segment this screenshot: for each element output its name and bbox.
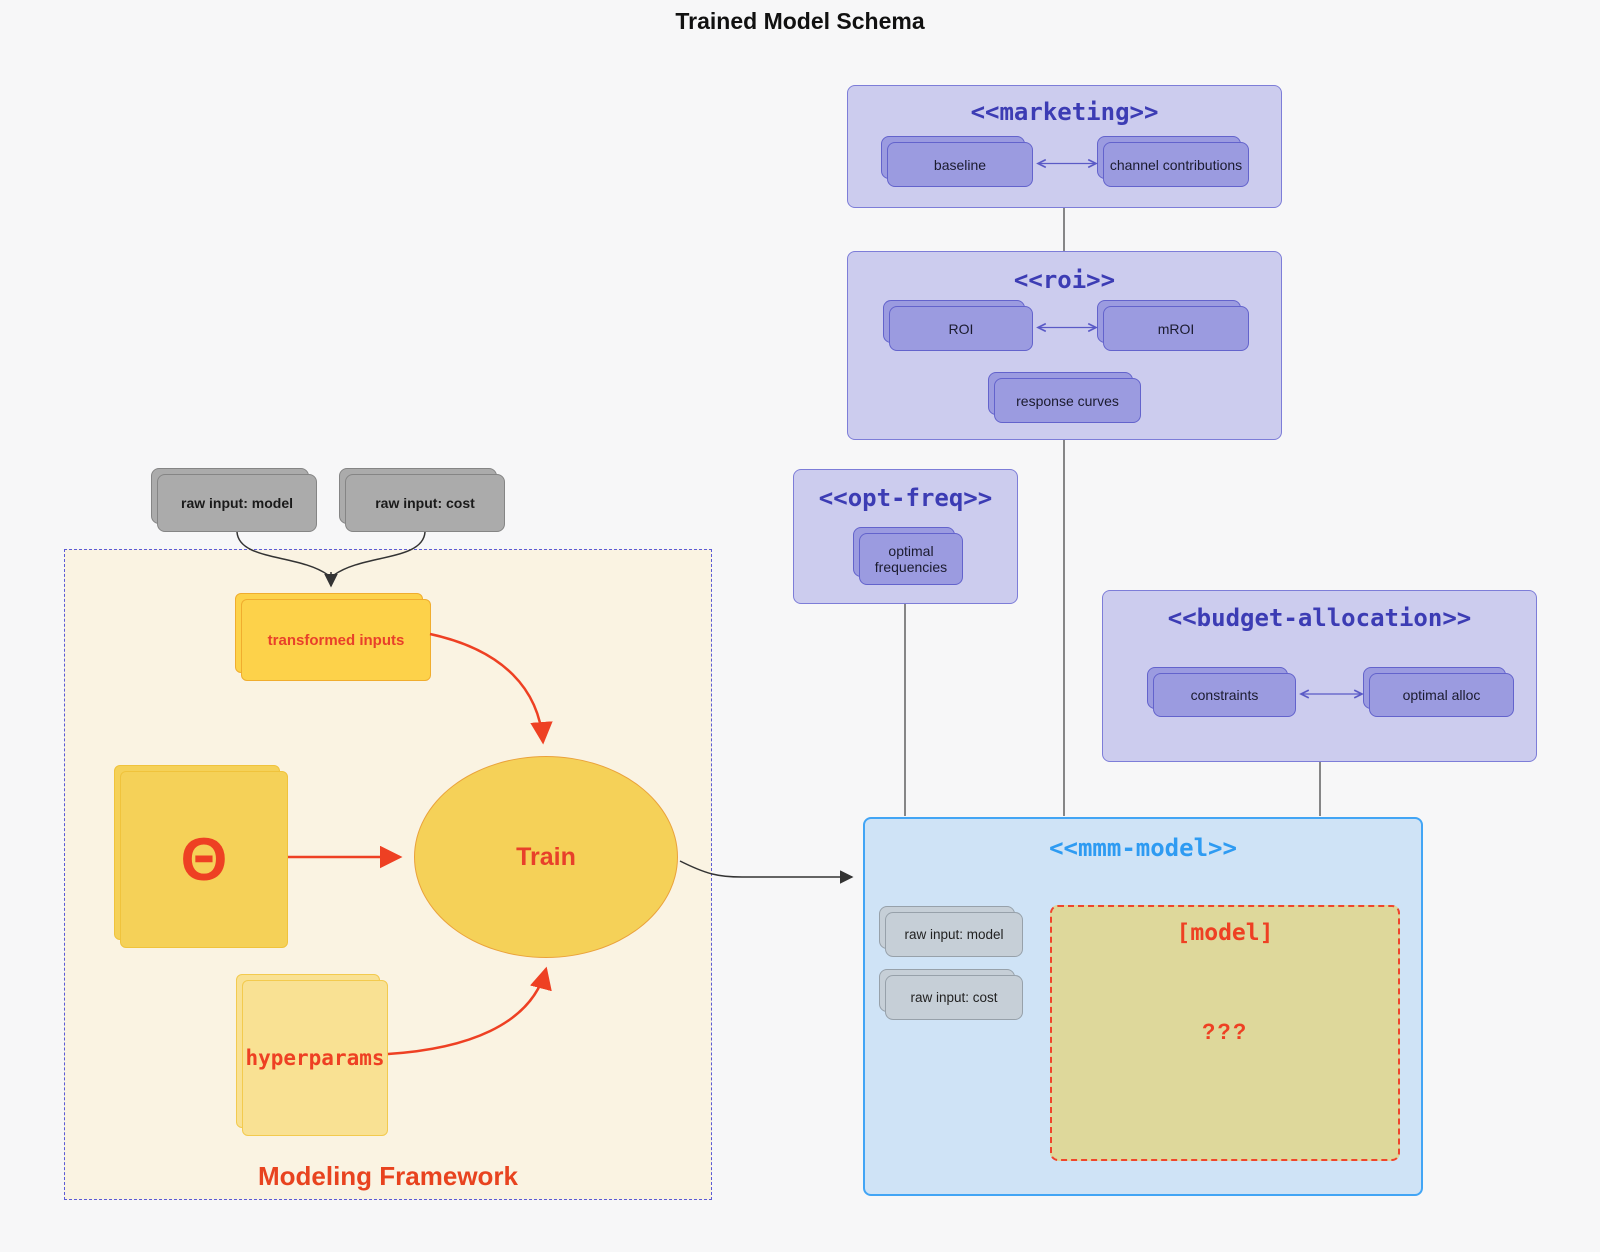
- node-label: transformed inputs: [267, 631, 405, 649]
- container-budget-allocation: <<budget-allocation>> constraints optima…: [1102, 590, 1537, 762]
- container-roi: <<roi>> ROI mROI response curves: [847, 251, 1282, 440]
- node-raw-input-cost: raw input: cost: [339, 468, 505, 532]
- node-label: response curves: [1016, 392, 1119, 409]
- node-theta: Θ: [114, 765, 288, 948]
- node-label: optimal frequencies: [874, 543, 948, 575]
- container-title: <<budget-allocation>>: [1167, 604, 1472, 632]
- node-mmm-raw-input-cost: raw input: cost: [879, 969, 1023, 1020]
- node-label: optimal alloc: [1402, 687, 1481, 703]
- node-label: baseline: [933, 156, 987, 173]
- container-title: <<roi>>: [1013, 266, 1116, 294]
- node-label: Train: [516, 842, 576, 871]
- node-label: raw input: model: [181, 495, 293, 511]
- node-label: ROI: [948, 320, 974, 337]
- node-model-placeholder: [model] ???: [1050, 905, 1400, 1161]
- node-mroi: mROI: [1097, 300, 1249, 351]
- page-title: Trained Model Schema: [675, 8, 925, 34]
- container-opt-freq: <<opt-freq>> optimal frequencies: [793, 469, 1018, 604]
- node-channel-contributions: channel contributions: [1097, 136, 1249, 187]
- node-optimal-frequencies: optimal frequencies: [853, 527, 963, 585]
- node-label: raw input: cost: [375, 495, 475, 511]
- container-title: <<mmm-model>>: [1049, 834, 1237, 862]
- node-raw-input-model: raw input: model: [151, 468, 317, 532]
- container-marketing: <<marketing>> baseline channel contribut…: [847, 85, 1282, 208]
- container-modeling-framework: transformed inputs Θ Train hyperparams M…: [64, 549, 712, 1200]
- node-label: raw input: model: [904, 927, 1004, 942]
- container-title: <<opt-freq>>: [818, 484, 993, 512]
- node-label: channel contributions: [1109, 156, 1243, 173]
- theta-symbol: Θ: [180, 826, 228, 893]
- node-transformed-inputs: transformed inputs: [235, 593, 431, 681]
- node-hyperparams: hyperparams: [236, 974, 388, 1136]
- node-label: mROI: [1157, 320, 1195, 337]
- container-mmm-model: <<mmm-model>> raw input: model raw input…: [863, 817, 1423, 1196]
- node-optimal-alloc: optimal alloc: [1363, 667, 1514, 717]
- node-constraints: constraints: [1147, 667, 1296, 717]
- node-label: constraints: [1190, 687, 1259, 703]
- node-response-curves: response curves: [988, 372, 1141, 423]
- model-label: [model]: [1176, 920, 1274, 946]
- node-baseline: baseline: [881, 136, 1033, 187]
- node-label: hyperparams: [245, 1046, 385, 1070]
- node-roi: ROI: [883, 300, 1033, 351]
- node-train: Train: [414, 756, 678, 958]
- node-label: raw input: cost: [910, 990, 998, 1005]
- model-unknown-label: ???: [1201, 1019, 1249, 1044]
- node-mmm-raw-input-model: raw input: model: [879, 906, 1023, 957]
- framework-label: Modeling Framework: [257, 1161, 519, 1191]
- container-title: <<marketing>>: [970, 98, 1159, 126]
